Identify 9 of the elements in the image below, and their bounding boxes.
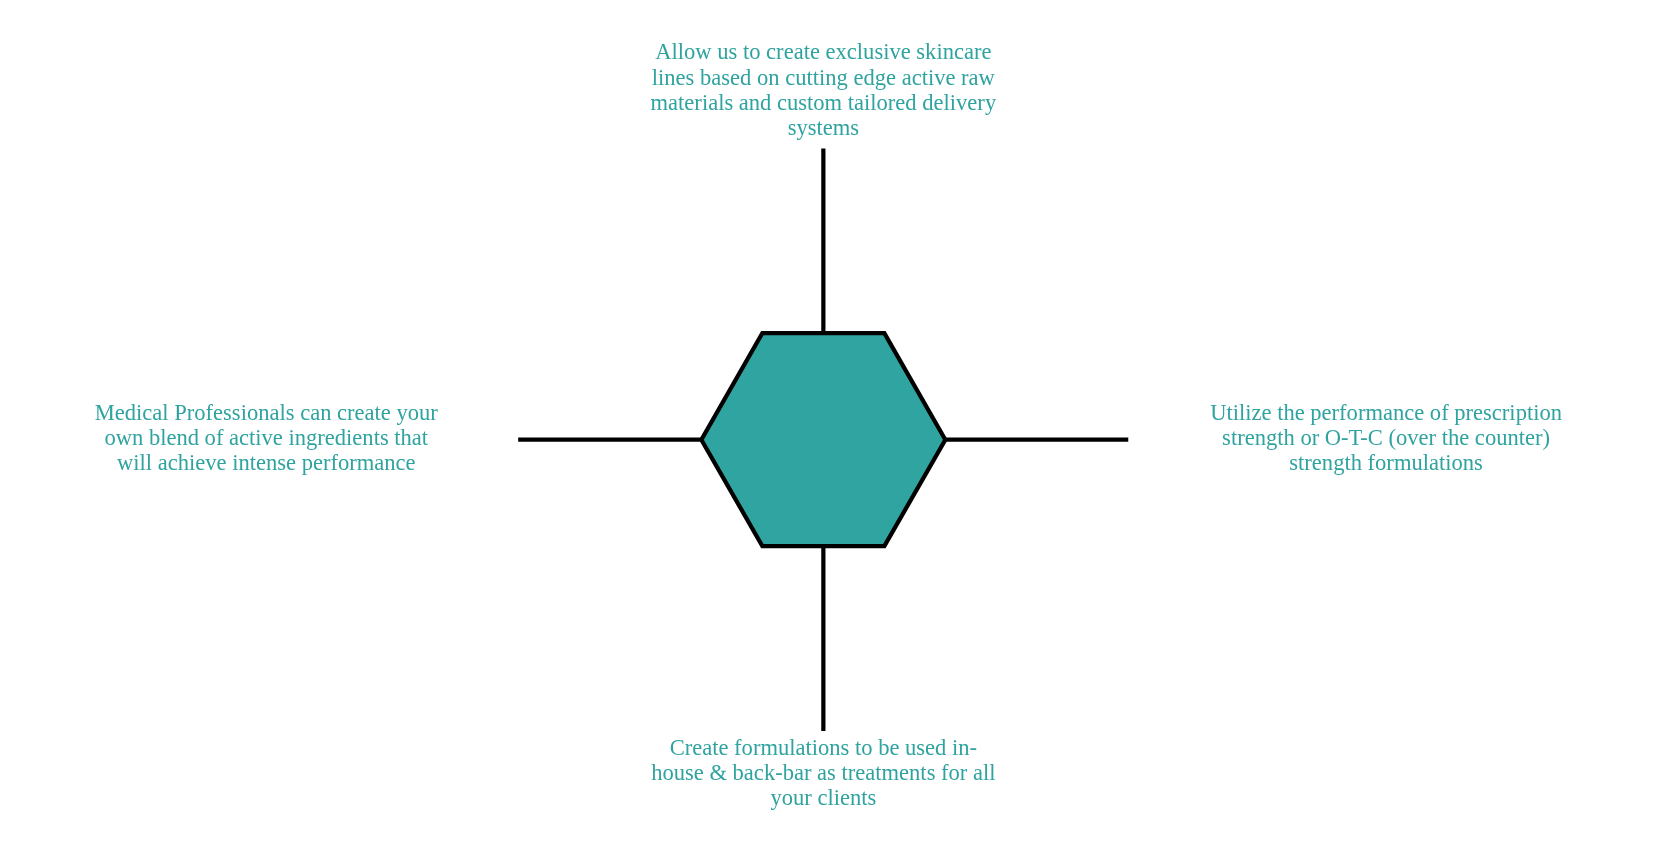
connector xyxy=(518,437,702,442)
node-hexagon xyxy=(698,331,948,549)
connector xyxy=(821,148,826,333)
node-text: Create formulations to be used in-house & back-bar as treatments for all your clients xyxy=(651,734,996,811)
node-text: Utilize the performance of prescription strength or O-T-C (over the counter) strength formulations xyxy=(1210,399,1562,476)
connector xyxy=(821,546,826,731)
node-text: Allow us to create exclusive skincare lines based on cutting edge active raw materials and custom tailored delivery systems xyxy=(650,39,997,141)
connector xyxy=(945,437,1129,442)
node-text: Medical Professionals can create your own blend of active ingredients that will achieve intense performance xyxy=(94,399,438,476)
